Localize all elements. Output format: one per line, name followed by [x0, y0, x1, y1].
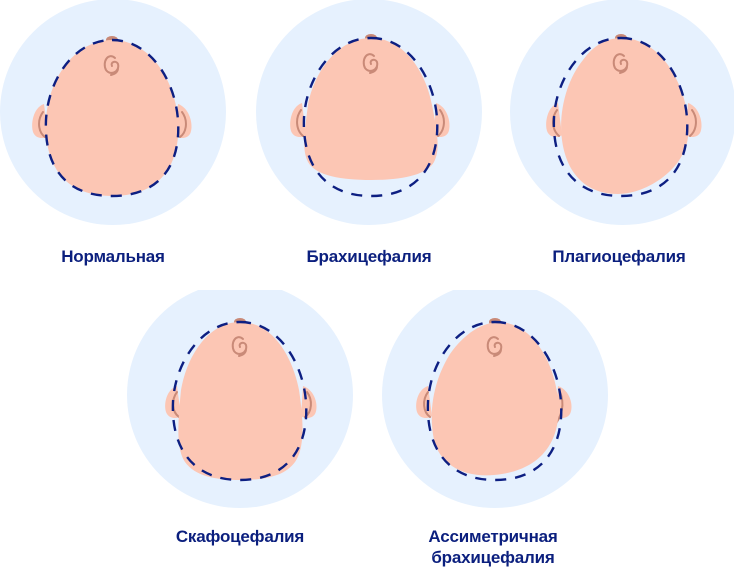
label-brachycephaly: Брахицефалия — [306, 247, 432, 266]
normal-outline-dashed — [426, 320, 563, 482]
head-shape — [561, 38, 689, 194]
normal-outline-dashed — [171, 320, 308, 482]
panel-brachycephaly — [254, 0, 484, 230]
label-plagiocephaly: Плагиоцефалия — [552, 247, 686, 266]
label-line-1: Ассиметричная — [428, 527, 558, 546]
label-line-2: брахицефалия — [431, 548, 555, 567]
hair-swirl-icon — [231, 336, 248, 357]
head-shape — [45, 40, 179, 196]
panel-scaphocephaly — [127, 290, 357, 520]
head-brachycephaly-illustration — [256, 0, 482, 225]
hair-swirl-icon — [486, 336, 503, 357]
label-asymmetric-brachycephaly: Ассиметричная брахицефалия — [398, 526, 588, 568]
head-shape — [431, 322, 559, 476]
panel-normal — [0, 0, 230, 230]
head-shape — [178, 322, 303, 480]
normal-outline-dashed — [44, 38, 180, 198]
head-scaphocephaly-illustration — [127, 290, 353, 508]
label-normal: Нормальная — [61, 247, 165, 266]
right-ear-icon — [686, 103, 702, 137]
hair-swirl-icon — [362, 53, 379, 74]
head-shape — [304, 38, 438, 180]
right-ear-icon — [176, 104, 192, 138]
head-normal-illustration — [0, 0, 226, 225]
hair-swirl-icon — [612, 53, 629, 74]
normal-outline-dashed — [552, 36, 689, 198]
head-plagiocephaly-illustration — [510, 0, 734, 225]
label-scaphocephaly: Скафоцефалия — [175, 527, 305, 546]
panel-asymmetric-brachycephaly — [382, 290, 612, 520]
panel-plagiocephaly — [508, 0, 734, 230]
hair-swirl-icon — [103, 55, 120, 76]
head-asymmetric-brachycephaly-illustration — [382, 290, 608, 508]
normal-outline-dashed — [302, 36, 439, 198]
